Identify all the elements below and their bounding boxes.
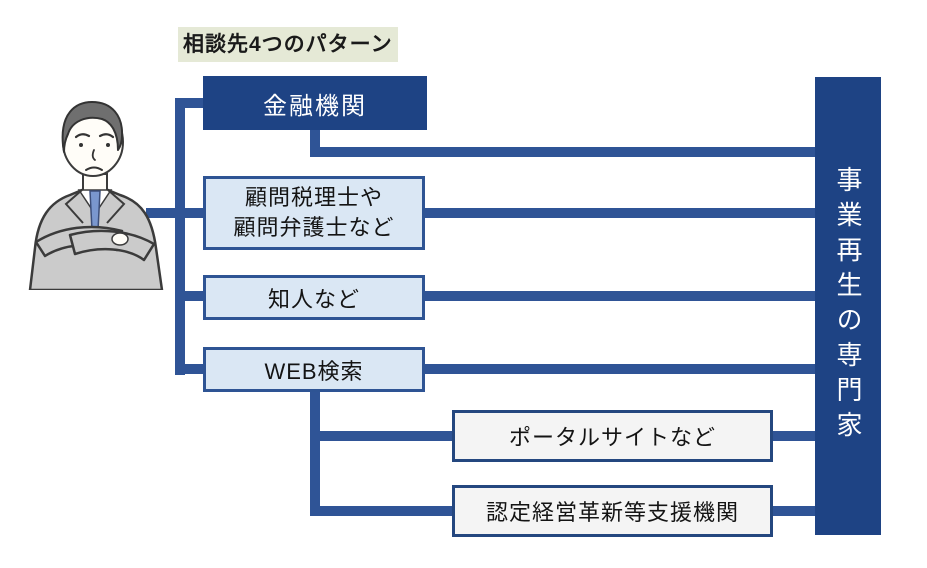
connector-stub-web-search	[175, 364, 205, 374]
connector-left-trunk	[175, 98, 185, 375]
node-web-search-label: WEB検索	[264, 358, 364, 384]
connector-advisor-to-expert	[424, 208, 817, 218]
connector-acquaintance-to-expert	[424, 291, 817, 301]
connector-portal-to-expert	[772, 431, 817, 441]
worried-businessman-icon	[28, 101, 164, 290]
diagram-title: 相談先4つのパターン	[178, 27, 398, 62]
connector-financial-to-expert	[310, 147, 817, 157]
connector-stub-financial	[175, 98, 205, 108]
connector-certified-to-expert	[772, 506, 817, 516]
node-advisor-tax-lawyer-label: 顧問税理士や 顧問弁護士など	[233, 185, 395, 240]
node-financial-institution-label: 金融機関	[263, 92, 367, 120]
node-web-search: WEB検索	[203, 347, 425, 392]
node-acquaintance-label: 知人など	[267, 286, 360, 312]
connector-web-search-down	[310, 392, 320, 516]
connector-stub-acquaintance	[175, 291, 205, 301]
node-certified-support-organization-label: 認定経営革新等支援機関	[485, 500, 739, 525]
connector-branch-certified	[310, 506, 455, 516]
node-certified-support-organization: 認定経営革新等支援機関	[452, 485, 773, 537]
connector-financial-down	[310, 130, 320, 157]
connector-person-to-advisor	[146, 208, 206, 218]
node-business-revitalization-expert: 事業再生の専門家	[815, 77, 881, 535]
node-financial-institution: 金融機関	[203, 76, 427, 130]
node-acquaintance: 知人など	[203, 275, 425, 320]
node-portal-site: ポータルサイトなど	[452, 410, 773, 462]
node-portal-site-label: ポータルサイトなど	[508, 425, 716, 450]
node-advisor-tax-lawyer: 顧問税理士や 顧問弁護士など	[203, 176, 425, 250]
node-business-revitalization-expert-label: 事業再生の専門家	[833, 166, 863, 446]
connector-branch-portal	[310, 431, 455, 441]
connector-web-search-to-expert	[424, 364, 817, 374]
